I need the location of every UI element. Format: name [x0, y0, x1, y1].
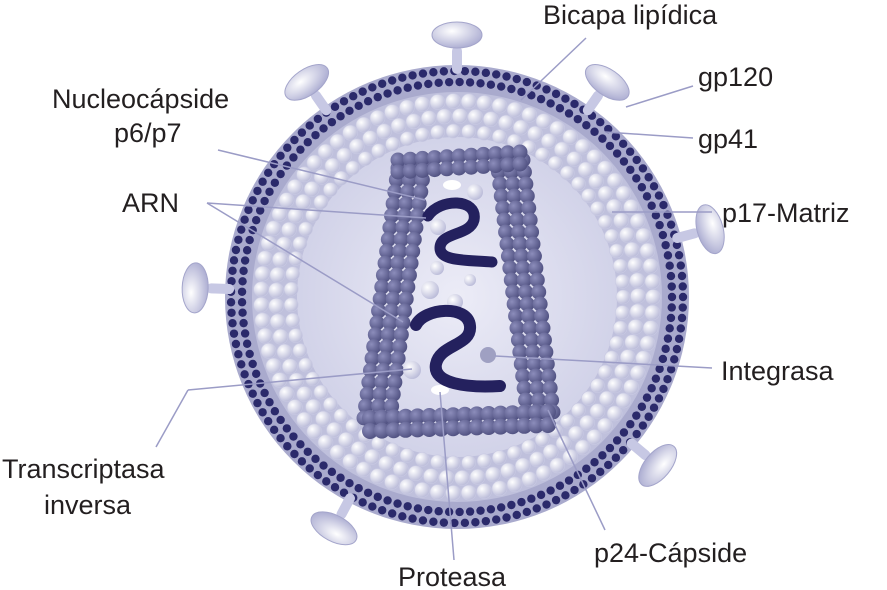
label-inversa: inversa: [44, 490, 132, 520]
label-arn: ARN: [122, 188, 179, 218]
label-gp120: gp120: [698, 62, 773, 92]
envelope-glycoprotein-spikes: [181, 21, 725, 546]
capsid-cone: [356, 144, 561, 439]
rna-strand-lower: [410, 304, 506, 393]
lipid-bilayer: [226, 66, 688, 528]
label-integrasa: Integrasa: [721, 356, 835, 386]
label-bicapa-lipidica: Bicapa lipídica: [543, 0, 718, 30]
internal-particles: [403, 180, 496, 395]
rna-strand-upper: [422, 197, 498, 268]
label-nucleocapside: Nucleocápside: [52, 84, 229, 114]
label-transcriptasa: Transcriptasa: [2, 454, 166, 484]
label-proteasa: Proteasa: [398, 562, 507, 590]
leader-lines: [155, 37, 713, 561]
label-p24-capside: p24-Cápside: [594, 538, 747, 568]
label-p17-matriz: p17-Matriz: [722, 198, 850, 228]
label-gp41: gp41: [698, 124, 758, 154]
label-p6-p7: p6/p7: [114, 118, 182, 148]
